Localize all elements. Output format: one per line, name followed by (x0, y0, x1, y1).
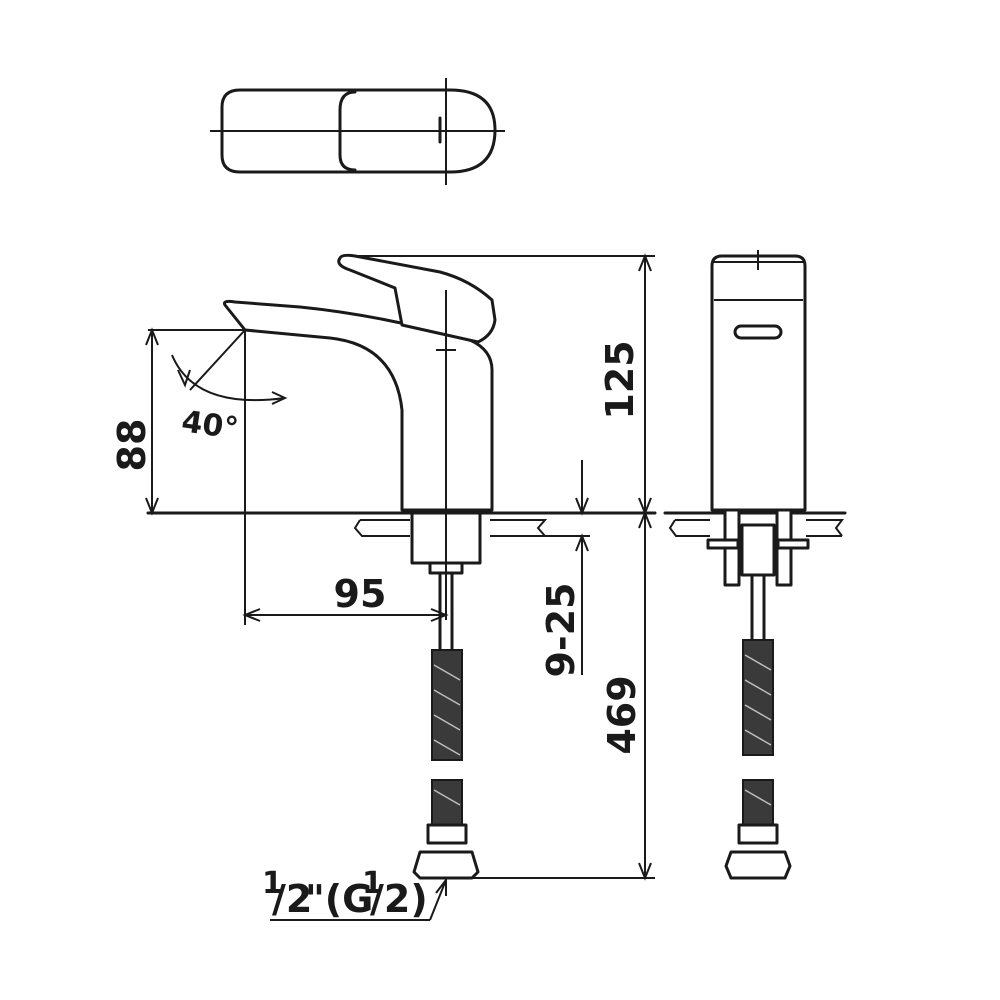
side-view (145, 253, 657, 921)
hose-side (412, 571, 480, 880)
dim-spout-height: 88 (110, 419, 154, 472)
dim-spout-reach: 95 (334, 572, 387, 616)
connection-label: 1 /2 "(G 1 /2) (262, 866, 428, 921)
dim-deck-thickness: 9-25 (539, 582, 583, 677)
dim-spout-angle: 40° (179, 404, 240, 447)
dim-hose-length: 469 (600, 675, 644, 754)
front-view (663, 250, 847, 880)
connection-label-a: 1 (262, 866, 283, 901)
connection-label-b: /2 (272, 877, 312, 921)
connection-label-d: 1 (362, 866, 383, 901)
dim-total-height: 125 (598, 340, 642, 419)
connection-label-e: /2) (370, 877, 428, 921)
connection-label-c: "(G (305, 877, 373, 921)
hose-front (724, 573, 792, 880)
top-view (210, 78, 505, 185)
